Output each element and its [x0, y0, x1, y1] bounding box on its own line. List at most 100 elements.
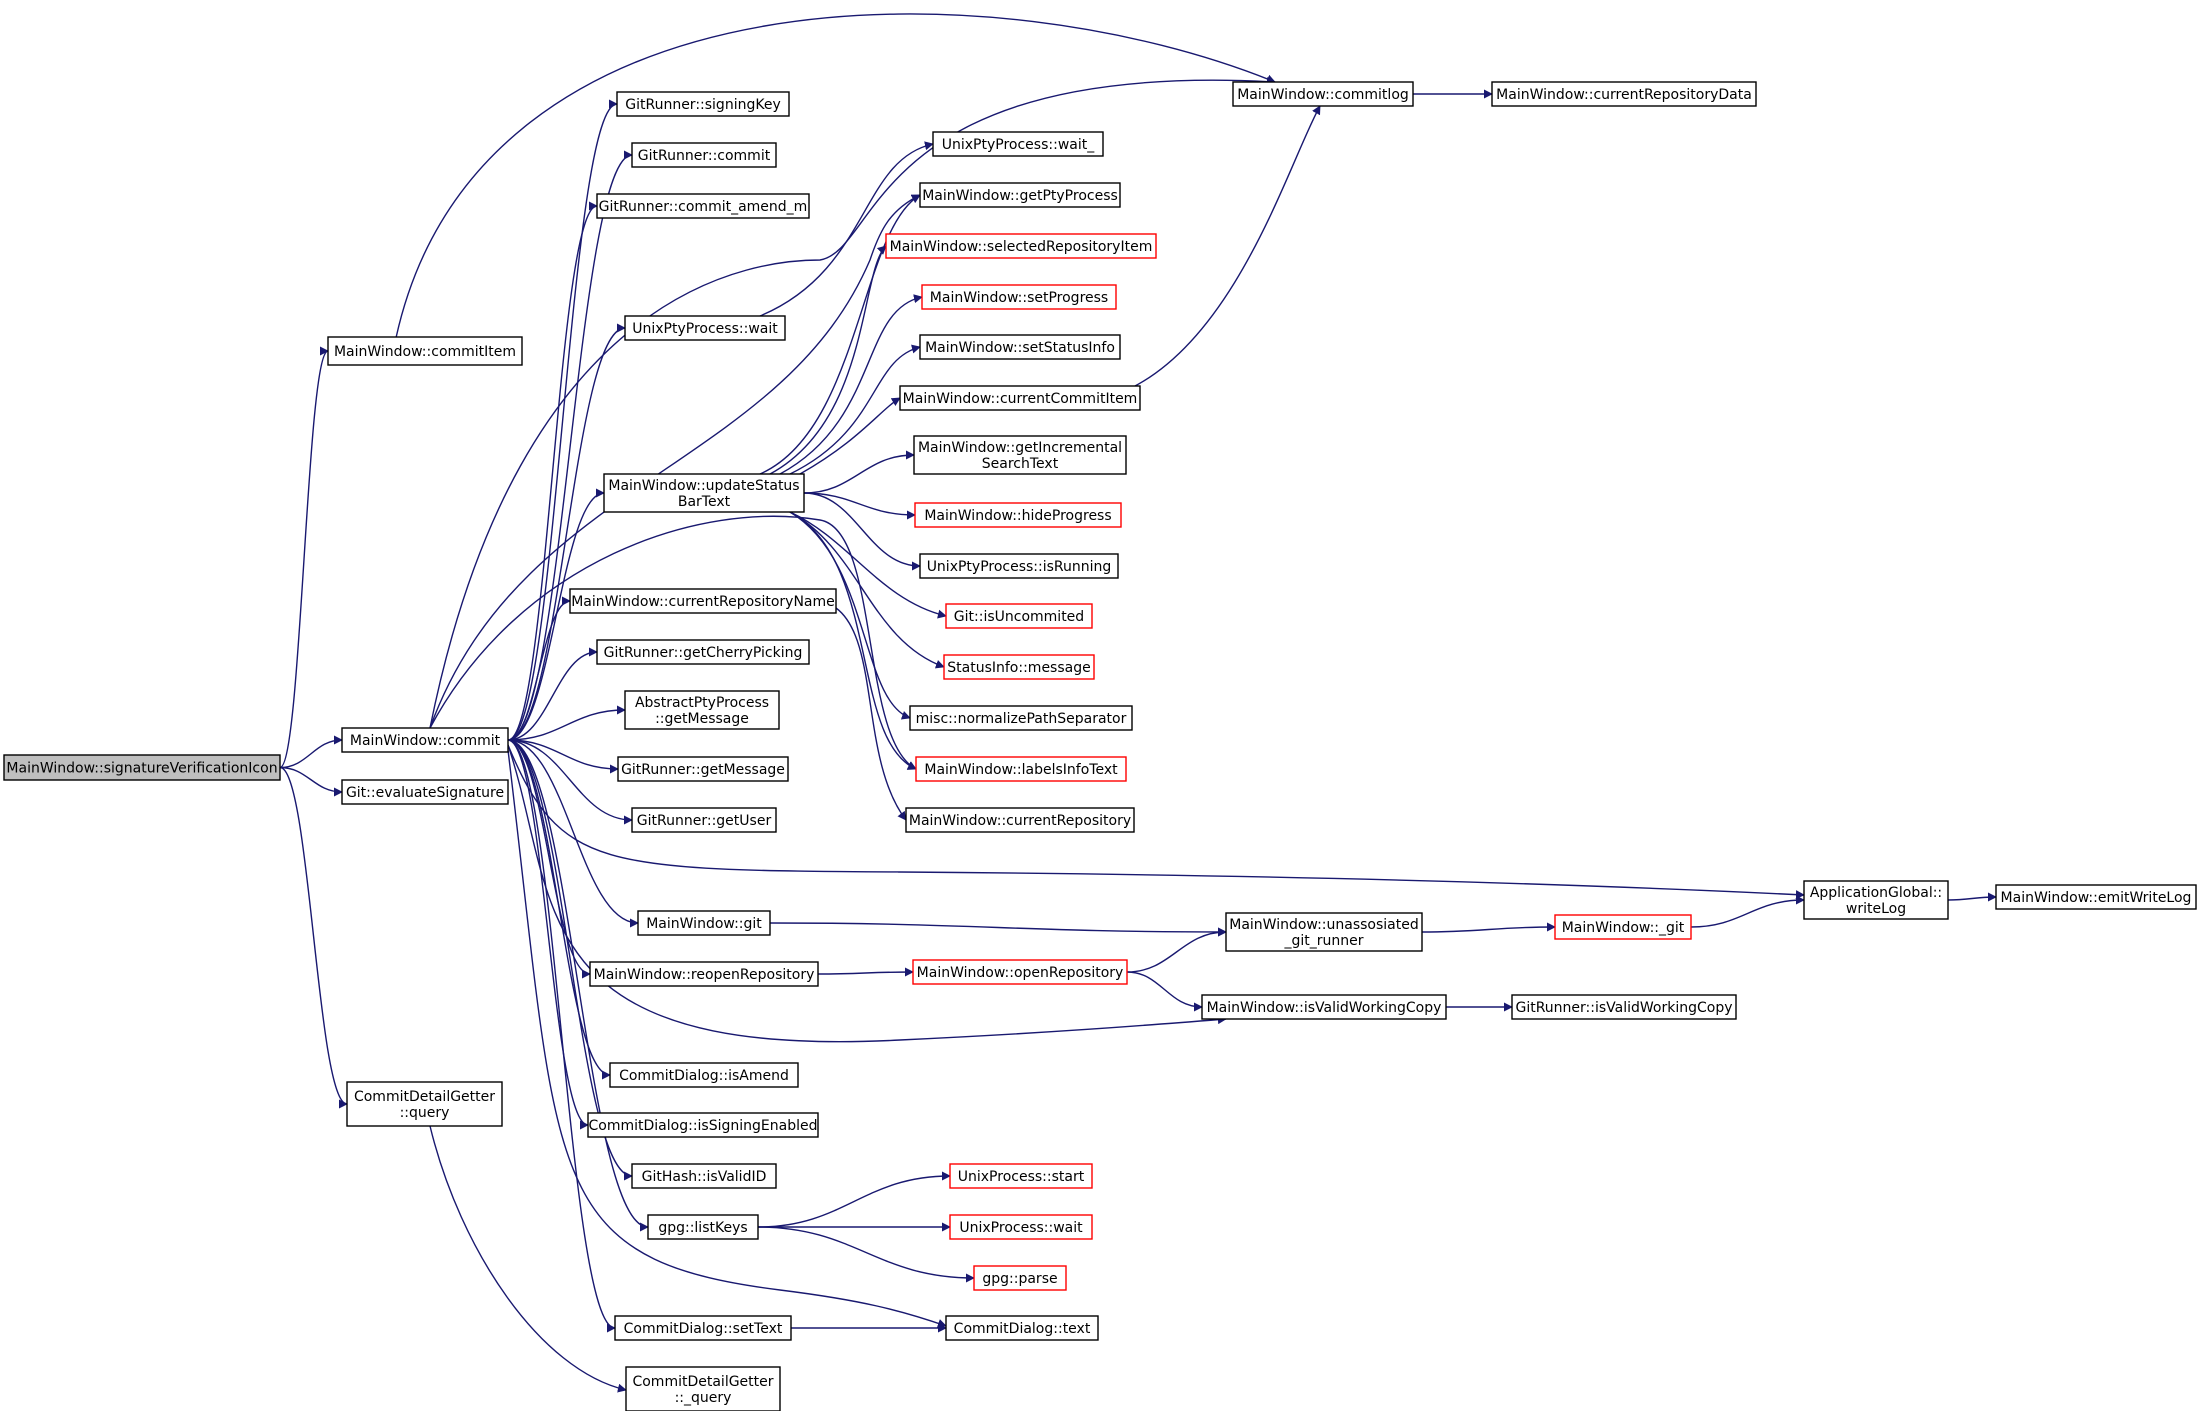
node-upStart[interactable]: UnixProcess::start	[949, 1163, 1093, 1189]
edge-curRepoName-to-curRepo	[835, 607, 907, 821]
edge-path	[507, 99, 618, 741]
node-label: MainWindow::unassosiated	[1229, 917, 1419, 933]
node-setStatusInfo[interactable]: MainWindow::setStatusInfo	[919, 334, 1121, 360]
edge-updStatus-to-labelsInfo	[789, 511, 917, 770]
node-curRepoName[interactable]: MainWindow::currentRepositoryName	[569, 588, 837, 614]
node-box	[596, 193, 810, 219]
node-gpgParse[interactable]: gpg::parse	[973, 1265, 1067, 1291]
node-curCommitItem[interactable]: MainWindow::currentCommitItem	[899, 385, 1141, 411]
node-isRunning[interactable]: UnixPtyProcess::isRunning	[919, 553, 1119, 579]
node-upWait[interactable]: UnixProcess::wait	[949, 1214, 1093, 1240]
node-commitItem[interactable]: MainWindow::commitItem	[327, 336, 523, 366]
node-hideProgress[interactable]: MainWindow::hideProgress	[914, 502, 1122, 528]
node-getPty[interactable]: MainWindow::getPtyProcess	[919, 182, 1121, 208]
node-isAmend[interactable]: CommitDialog::isAmend	[609, 1062, 799, 1088]
edge-updStatus-to-setProgress	[779, 294, 923, 475]
node-mwGit[interactable]: MainWindow::git	[637, 910, 771, 936]
node-setProgress[interactable]: MainWindow::setProgress	[921, 284, 1117, 310]
node-label: MainWindow::selectedRepositoryItem	[890, 239, 1153, 255]
node-grCommit[interactable]: GitRunner::commit	[631, 142, 777, 168]
node-unassoc[interactable]: MainWindow::unassosiated_git_runner	[1225, 912, 1423, 952]
edge-path	[759, 141, 934, 317]
node-label: Git::evaluateSignature	[346, 785, 504, 801]
node-labelsInfo[interactable]: MainWindow::labelsInfoText	[915, 756, 1127, 782]
node-label: MainWindow::openRepository	[917, 965, 1124, 981]
node-isSigning[interactable]: CommitDialog::isSigningEnabled	[587, 1112, 819, 1138]
node-box	[631, 1163, 777, 1189]
node-box	[569, 588, 837, 614]
node-cdText[interactable]: CommitDialog::text	[945, 1315, 1099, 1341]
node-box	[341, 727, 509, 753]
edge-path	[835, 607, 907, 821]
node-box	[1225, 912, 1423, 952]
node-mw_git[interactable]: MainWindow::_git	[1554, 914, 1692, 940]
edge-path	[803, 492, 921, 571]
node-box	[921, 284, 1117, 310]
edge-path	[1134, 105, 1321, 387]
node-reopen[interactable]: MainWindow::reopenRepository	[589, 961, 819, 987]
node-siMessage[interactable]: StatusInfo::message	[943, 654, 1095, 680]
node-openRepo[interactable]: MainWindow::openRepository	[912, 959, 1128, 985]
edge-commit-to-commitlog	[429, 77, 1276, 729]
edge-updStatus-to-selRepoItem	[769, 245, 887, 475]
node-cdgQ[interactable]: CommitDetailGetter::_query	[625, 1366, 781, 1411]
node-label: MainWindow::commit	[350, 733, 501, 749]
node-label: Git::isUncommited	[954, 609, 1084, 625]
edge-commit-to-isSigning	[507, 739, 589, 1130]
node-curRepoData[interactable]: MainWindow::currentRepositoryData	[1491, 81, 1757, 107]
edge-commit-to-isValidWC	[507, 744, 1227, 1043]
node-box	[1491, 81, 1757, 107]
edge-writeLog-to-emitWriteLog	[1947, 892, 1997, 902]
edge-updStatus-to-isRunning	[803, 492, 921, 571]
node-box	[1995, 884, 2197, 910]
node-curRepo[interactable]: MainWindow::currentRepository	[905, 807, 1135, 833]
edge-sig-to-commit	[279, 735, 343, 769]
node-absMsg[interactable]: AbstractPtyProcess::getMessage	[624, 690, 780, 730]
node-setText[interactable]: CommitDialog::setText	[614, 1315, 792, 1341]
edge-sig-to-evalSig	[279, 766, 343, 797]
node-label: CommitDetailGetter	[632, 1374, 773, 1390]
edge-path	[507, 749, 947, 1328]
edge-path	[507, 596, 571, 741]
node-emitWriteLog[interactable]: MainWindow::emitWriteLog	[1995, 884, 2197, 910]
node-box	[932, 131, 1104, 157]
node-grIsValidWC[interactable]: GitRunner::isValidWorkingCopy	[1511, 994, 1737, 1020]
node-signingKey[interactable]: GitRunner::signingKey	[616, 91, 790, 117]
node-label: MainWindow::updateStatus	[608, 478, 799, 494]
node-normPath[interactable]: misc::normalizePathSeparator	[909, 705, 1133, 731]
node-writeLog[interactable]: ApplicationGlobal::writeLog	[1803, 880, 1949, 920]
edge-commit-to-signingKey	[507, 99, 618, 741]
node-cdgQuery[interactable]: CommitDetailGetter::query	[346, 1081, 503, 1127]
edge-path	[507, 705, 626, 741]
node-isValidWC[interactable]: MainWindow::isValidWorkingCopy	[1201, 994, 1447, 1020]
node-box	[616, 91, 790, 117]
node-label: GitRunner::signingKey	[625, 97, 780, 113]
node-selRepoItem[interactable]: MainWindow::selectedRepositoryItem	[885, 233, 1157, 259]
edge-updStatus-to-normPath	[789, 511, 911, 720]
edge-path	[279, 346, 329, 769]
node-commitlog[interactable]: MainWindow::commitlog	[1232, 81, 1414, 107]
edge-path	[429, 515, 917, 770]
node-label: MainWindow::hideProgress	[924, 508, 1111, 524]
node-label: GitRunner::commit	[638, 148, 771, 164]
node-box	[327, 336, 523, 366]
node-label: MainWindow::getPtyProcess	[922, 188, 1118, 204]
node-amend[interactable]: GitRunner::commit_amend_m	[596, 193, 810, 219]
node-evalSig[interactable]: Git::evaluateSignature	[341, 779, 509, 805]
node-validID[interactable]: GitHash::isValidID	[631, 1163, 777, 1189]
node-uppWait_[interactable]: UnixPtyProcess::wait_	[932, 131, 1104, 157]
edge-path	[279, 766, 343, 797]
node-grUser[interactable]: GitRunner::getUser	[631, 807, 777, 833]
node-listKeys[interactable]: gpg::listKeys	[647, 1214, 759, 1240]
edge-commit-to-grUser	[507, 739, 633, 825]
node-uppWait[interactable]: UnixPtyProcess::wait	[624, 315, 786, 341]
edge-path	[789, 511, 917, 770]
node-grMsg[interactable]: GitRunner::getMessage	[617, 756, 789, 782]
edge-path	[429, 1125, 627, 1393]
node-commit[interactable]: MainWindow::commit	[341, 727, 509, 753]
node-cherry[interactable]: GitRunner::getCherryPicking	[596, 639, 810, 665]
node-isUncommited[interactable]: Git::isUncommited	[945, 603, 1093, 629]
node-box	[609, 1062, 799, 1088]
